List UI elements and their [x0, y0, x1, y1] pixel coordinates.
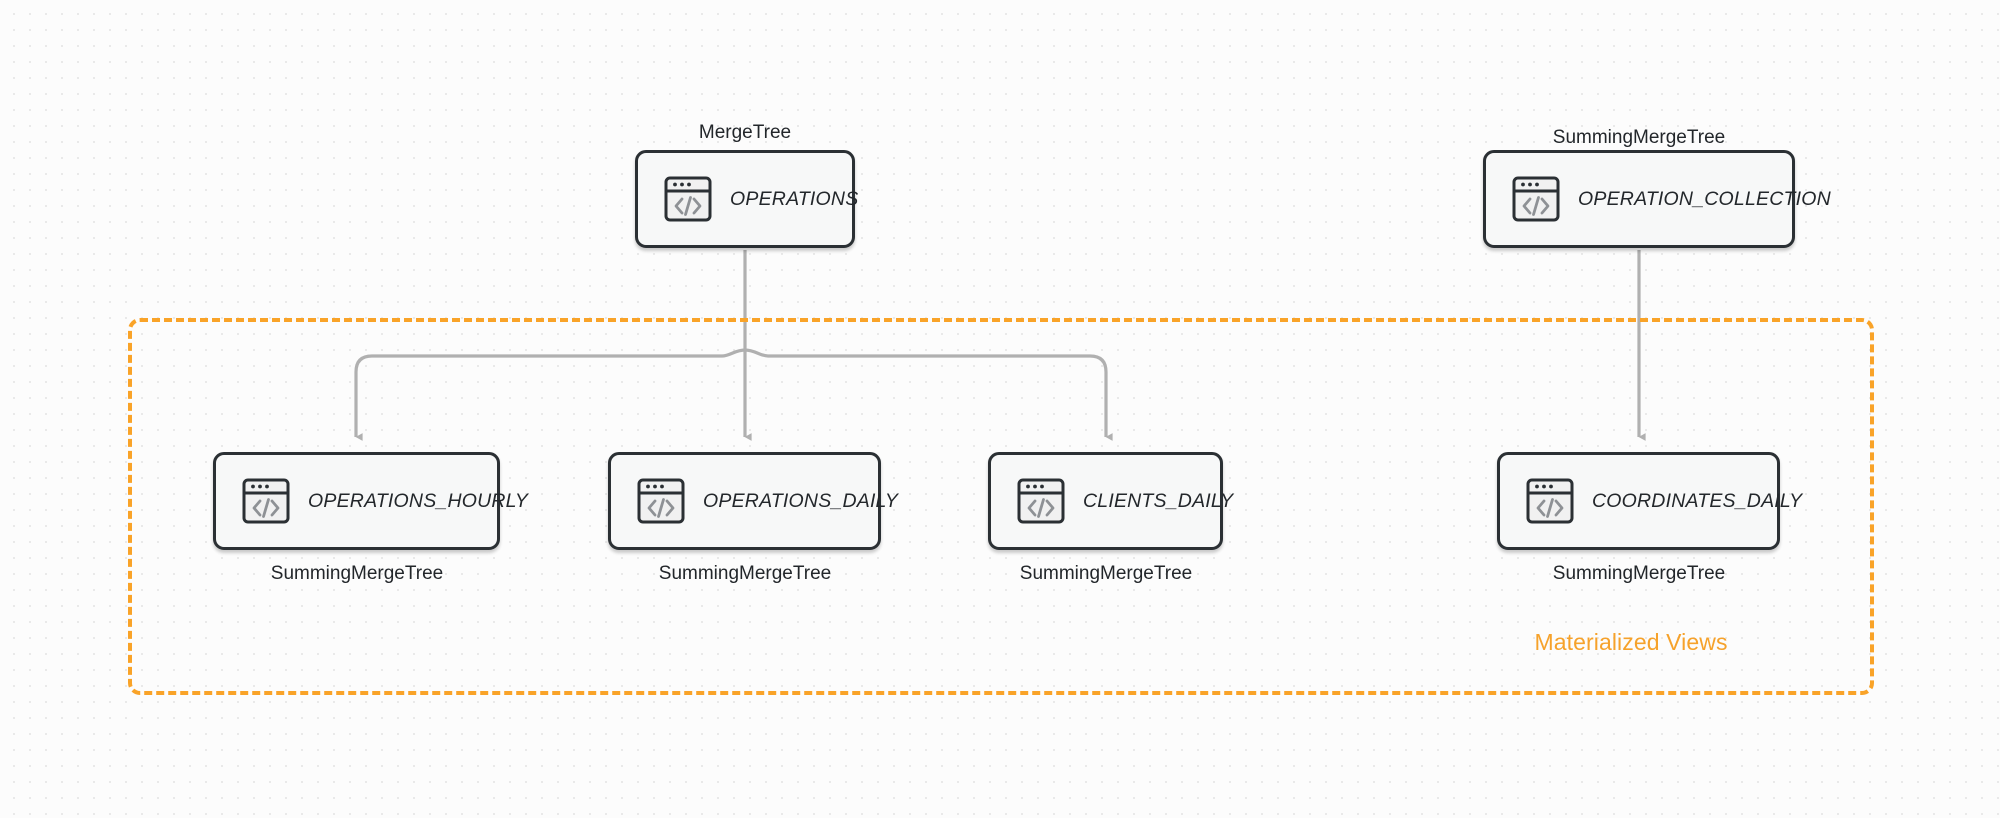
code-window-icon: [664, 176, 712, 222]
node-operations-hourly[interactable]: OPERATIONS_HOURLY: [213, 452, 528, 550]
node-label: COORDINATES_DAILY: [1592, 489, 1803, 512]
node-operations-daily[interactable]: OPERATIONS_DAILY: [608, 452, 898, 550]
node-clients-daily[interactable]: CLIENTS_DAILY: [988, 452, 1233, 550]
engine-caption-operations-hourly: SummingMergeTree: [270, 563, 444, 584]
code-window-icon: [1526, 478, 1574, 524]
code-window-icon: [242, 478, 290, 524]
node-operations[interactable]: OPERATIONS: [635, 150, 859, 248]
node-coordinates-daily[interactable]: COORDINATES_DAILY: [1497, 452, 1802, 550]
code-window-icon: [637, 478, 685, 524]
node-label: OPERATIONS_HOURLY: [308, 489, 529, 512]
materialized-views-group-caption: Materialized Views: [1534, 629, 1728, 655]
node-label: OPERATIONS_DAILY: [703, 489, 899, 512]
node-label: OPERATION_COLLECTION: [1578, 187, 1831, 210]
engine-caption-operations-daily: SummingMergeTree: [658, 563, 832, 584]
node-label: CLIENTS_DAILY: [1083, 489, 1234, 512]
engine-caption-clients-daily: SummingMergeTree: [1019, 563, 1193, 584]
node-operation-collection[interactable]: OPERATION_COLLECTION: [1483, 150, 1831, 248]
materialized-views-group: [128, 318, 1874, 695]
code-window-icon: [1017, 478, 1065, 524]
node-label: OPERATIONS: [730, 187, 859, 210]
engine-caption-operation-collection: SummingMergeTree: [1552, 127, 1726, 148]
code-window-icon: [1512, 176, 1560, 222]
engine-caption-coordinates-daily: SummingMergeTree: [1552, 563, 1726, 584]
engine-caption-operations: MergeTree: [698, 122, 792, 143]
